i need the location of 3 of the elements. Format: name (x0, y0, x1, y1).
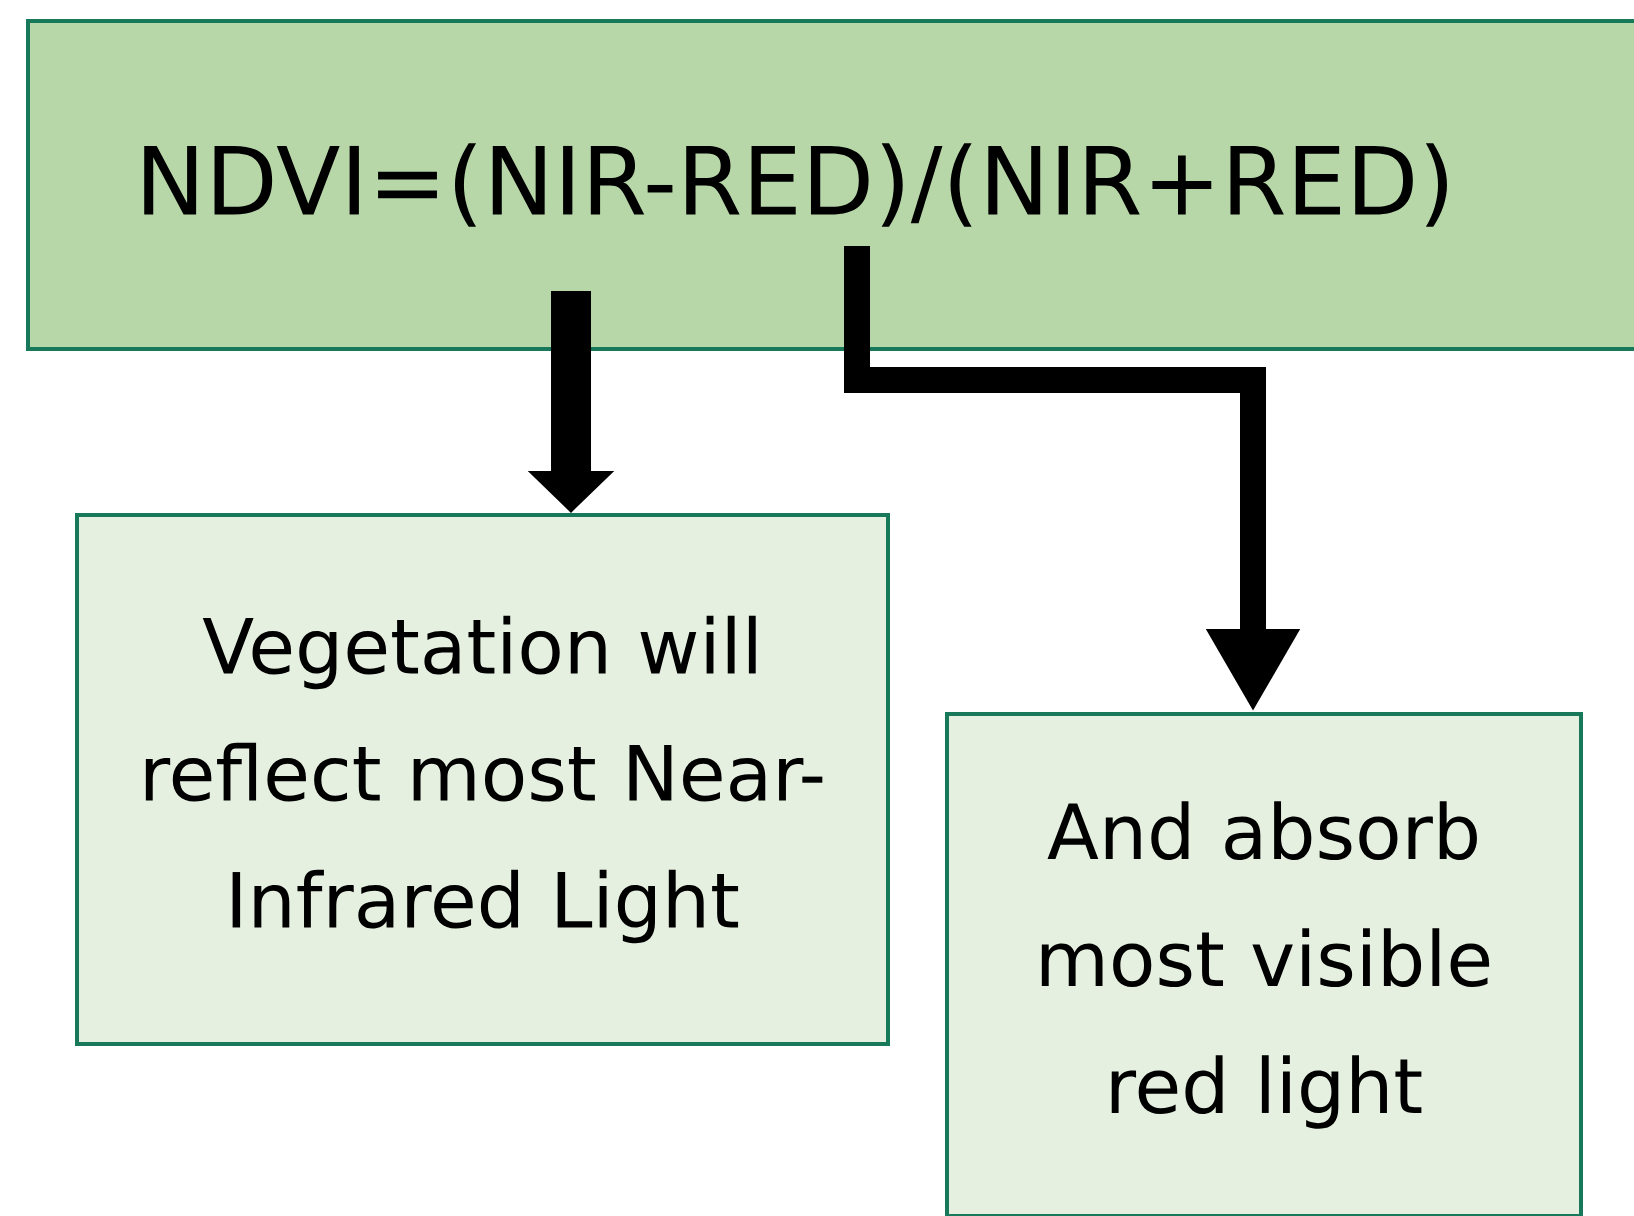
formula-box: NDVI=(NIR-RED)/(NIR+RED) (26, 19, 1634, 351)
text-box: And absorb most visible red light (945, 712, 1583, 1216)
text-box: Vegetation will reflect most Near-Infrared Light (75, 513, 890, 1046)
